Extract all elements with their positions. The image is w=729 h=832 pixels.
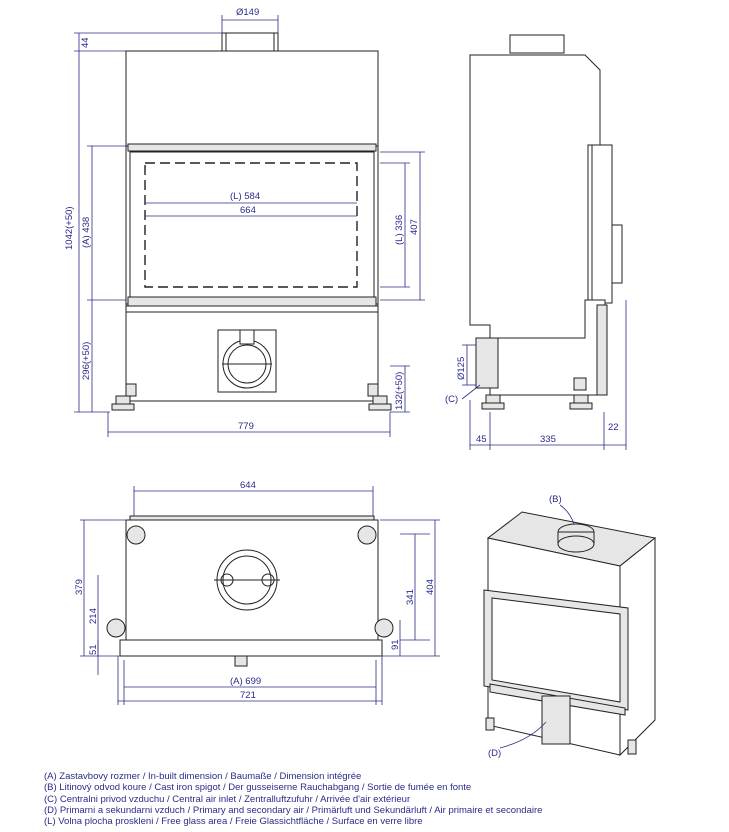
dim-total-height: 1042(+50): [64, 206, 75, 250]
dim-379: 379: [74, 579, 85, 595]
dim-a699: (A) 699: [230, 676, 261, 687]
label-d: (D): [488, 748, 501, 759]
isometric-view: [483, 511, 657, 757]
legend-item: (A) Zastavbovy rozmer / In-built dimensi…: [44, 771, 362, 782]
dim-91: 91: [390, 639, 401, 650]
dim-a-height: (A) 438: [81, 217, 92, 248]
front-view: [111, 32, 392, 411]
dim-width-664: 664: [240, 205, 256, 216]
dim-l-height: (L) 336: [394, 215, 405, 245]
dim-flue-dia: Ø149: [236, 7, 259, 18]
side-body: [469, 54, 601, 339]
dim-base-height: 296(+50): [81, 342, 92, 380]
front-leg-right: [372, 395, 388, 405]
legend-item: (B) Litinový odvod koure / Cast iron spi…: [44, 782, 472, 794]
front-dimensions: Ø149 44 1042(+50) (A) 438 296(+50) (L) 5…: [64, 7, 425, 437]
front-flue-spigot: [221, 32, 279, 52]
legend-item: (C) Centralni privod vzduchu / Central a…: [44, 793, 411, 805]
dim-leg-height: 132(+50): [394, 372, 405, 410]
label-b: (B): [549, 494, 562, 505]
dim-l-width: (L) 584: [230, 191, 260, 202]
side-air-inlet: [475, 337, 499, 389]
dim-721: 721: [240, 690, 256, 701]
dim-341: 341: [405, 589, 416, 605]
dim-335: 335: [540, 434, 556, 445]
front-leg-left: [115, 395, 131, 405]
free-glass-area: [144, 162, 358, 288]
legend-item: (L) Volna plocha proskleni / Free glass …: [44, 816, 423, 828]
dim-air-dia: Ø125: [456, 357, 467, 380]
iso-labels: (B) (D): [488, 494, 575, 759]
side-view: [469, 34, 623, 410]
top-front-frame: [119, 639, 383, 657]
legend: (A) Zastavbovy rozmer / In-built dimensi…: [44, 771, 542, 827]
dim-height-407: 407: [409, 219, 420, 235]
side-flue-spigot: [509, 34, 565, 54]
dim-22: 22: [608, 422, 619, 433]
dim-214: 214: [88, 608, 99, 624]
legend-item: (D) Primarni a sekundarni vzduch / Prima…: [44, 804, 543, 816]
dim-45: 45: [476, 434, 487, 445]
side-handle: [611, 224, 623, 284]
front-glass-frame: [125, 145, 379, 305]
dim-644: 644: [240, 480, 256, 491]
dim-404: 404: [425, 579, 436, 595]
side-dimensions: Ø125 (C) 45 335 22: [445, 300, 627, 450]
dim-total-width: 779: [238, 421, 254, 432]
dim-top-offset: 44: [80, 37, 91, 48]
dim-51: 51: [88, 644, 99, 655]
label-c: (C): [445, 394, 458, 405]
top-view: [106, 515, 394, 667]
top-dimensions: 644 379 214 51 341 404 91 (A) 699 721: [74, 480, 440, 705]
iso-air-control: [541, 695, 571, 745]
